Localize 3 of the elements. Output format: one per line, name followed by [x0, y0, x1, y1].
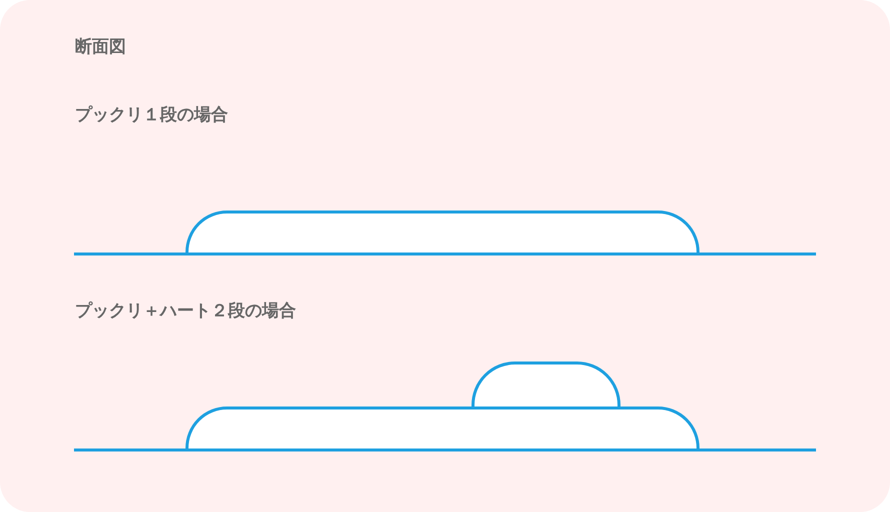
heading: 断面図 — [75, 36, 126, 58]
section-label: プックリ１段の場合 — [75, 104, 228, 126]
section-label: プックリ＋ハート２段の場合 — [75, 300, 296, 322]
